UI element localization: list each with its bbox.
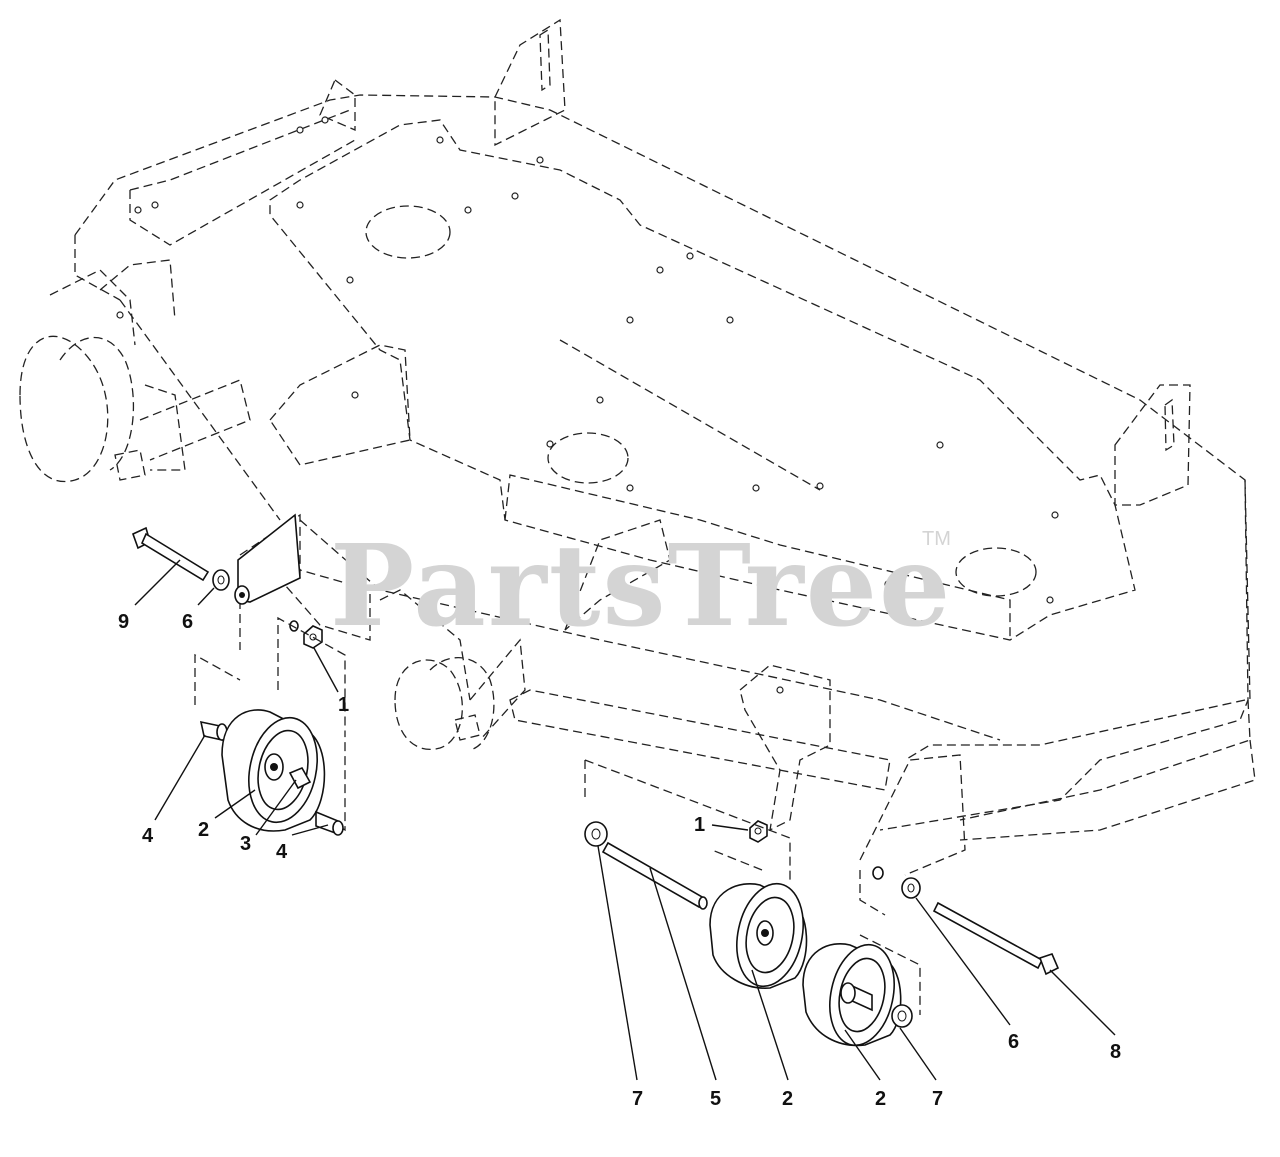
callout-5: 5 [710, 1088, 721, 1110]
bolt-8 [932, 901, 1060, 976]
callout-4: 4 [276, 841, 288, 863]
right-hanger-bracket [872, 866, 884, 880]
callout-4: 4 [142, 825, 154, 847]
right-assembly-bracket-lines [584, 759, 921, 1015]
bolt-9 [132, 526, 210, 582]
left-wheel-assembly [199, 709, 344, 836]
callout-1: 1 [338, 694, 349, 716]
left-hanger-bracket [234, 513, 301, 605]
washer-6-right [901, 877, 921, 899]
leader-lines [134, 559, 1116, 1081]
callout-7: 7 [932, 1088, 943, 1110]
watermark: PartsTree [330, 521, 952, 652]
callout-2: 2 [875, 1088, 886, 1110]
watermark-trademark: TM [922, 528, 951, 550]
callout-8: 8 [1110, 1041, 1121, 1063]
callout-labels: 9 6 1 4 2 3 4 1 7 5 2 2 7 6 8 [118, 611, 1121, 1110]
callout-2: 2 [782, 1088, 793, 1110]
washer-6-left [212, 569, 230, 591]
nut-1-right [749, 820, 768, 843]
callout-2: 2 [198, 819, 209, 841]
callout-3: 3 [240, 833, 251, 855]
callout-9: 9 [118, 611, 129, 633]
washer-7-right [891, 1004, 913, 1028]
axle-5 [601, 841, 708, 910]
nut-1-left [289, 620, 323, 649]
callout-6: 6 [1008, 1031, 1019, 1053]
washer-7-left [584, 821, 608, 847]
right-wheel-2a [709, 882, 808, 989]
callout-1: 1 [694, 814, 705, 836]
right-wheel-2b [802, 943, 902, 1047]
callout-6: 6 [182, 611, 193, 633]
deck-top-plate [116, 116, 1136, 694]
callout-7: 7 [632, 1088, 643, 1110]
mower-deck-outline [19, 18, 1256, 916]
